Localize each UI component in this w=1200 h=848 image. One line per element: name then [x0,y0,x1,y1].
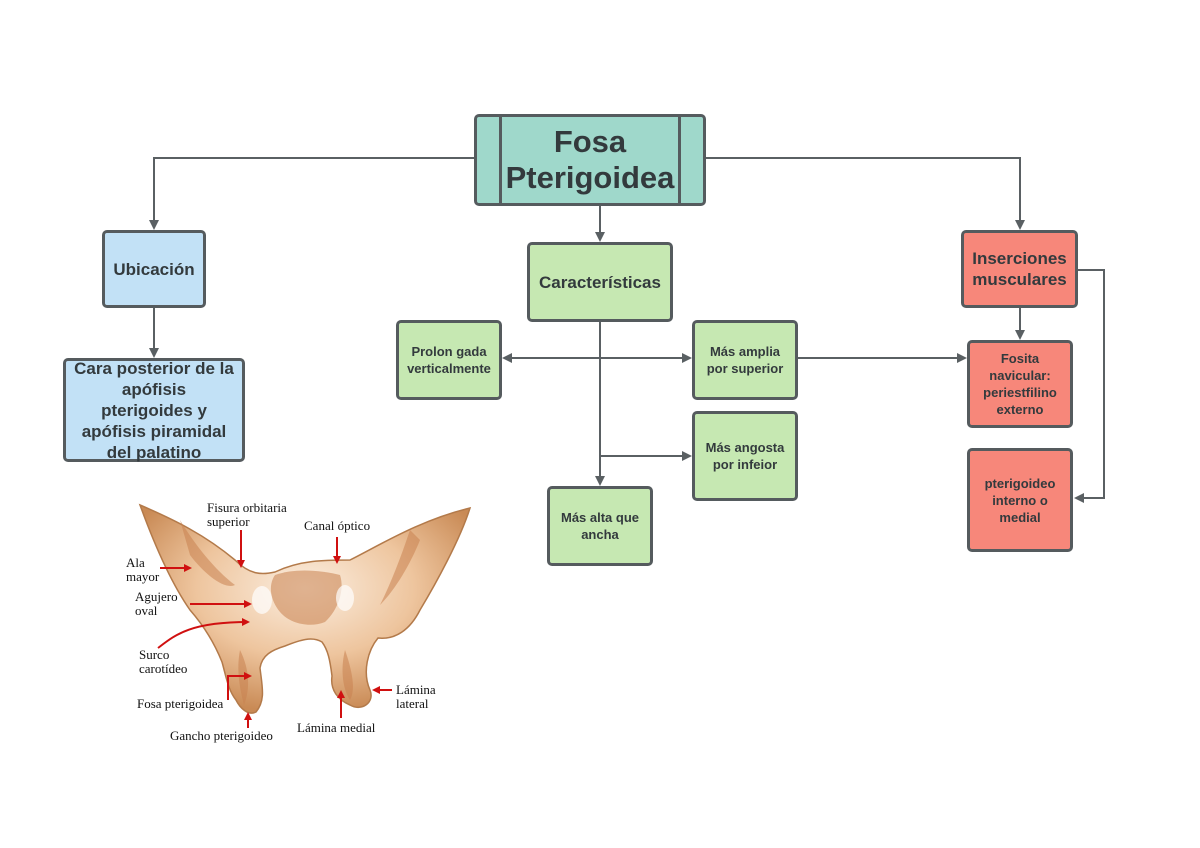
node-pterigoideo: pterigoideo interno o medial [967,448,1073,552]
arrow-surco [157,618,250,649]
title-node: Fosa Pterigoidea [474,114,706,206]
node-pterigoideo-text: pterigoideo interno o medial [984,475,1056,525]
bone-shading [180,520,420,705]
node-caracteristicas-label: Características [539,272,661,292]
arrow-fosa [227,672,252,700]
node-ubicacion-detail-text: Cara posterior de la apófisis pterigoide… [74,358,234,462]
node-prolongada: Prolon gada verticalmente [396,320,502,400]
label-fisura: Fisura orbitaria superior [207,500,287,529]
label-gancho: Gancho pterigoideo [170,728,273,743]
node-ubicacion-detail: Cara posterior de la apófisis pterigoide… [63,358,245,462]
node-inserciones-label: Inserciones musculares [972,249,1067,289]
node-amplia: Más amplia por superior [692,320,798,400]
node-alta: Más alta que ancha [547,486,653,566]
title-bar-right [678,117,681,203]
label-ala: Ala mayor [126,555,160,584]
label-canal: Canal óptico [304,518,371,533]
label-oval: Agujero oval [135,589,178,618]
node-alta-text: Más alta que ancha [560,510,640,542]
connector-inserciones-pterigoideo [1074,269,1105,503]
node-inserciones: Inserciones musculares [961,230,1078,308]
node-angosta-text: Más angosta por infeior [705,440,785,472]
title-text: Fosa Pterigoidea [505,124,675,195]
bone-highlight [252,585,354,614]
connector-title-ubicacion [149,157,474,230]
label-lamina-medial: Lámina medial [297,720,376,735]
node-ubicacion-label: Ubicación [113,259,195,279]
title-bar-left [499,117,502,203]
node-amplia-text: Más amplia por superior [706,344,784,376]
node-fosita: Fosita navicular: periestfilino externo [967,340,1073,428]
node-prolongada-text: Prolon gada verticalmente [407,344,491,376]
node-caracteristicas: Características [527,242,673,322]
label-lamina-lateral: Lámina lateral [396,682,436,711]
label-fosa: Fosa pterigoidea [137,696,224,711]
node-angosta: Más angosta por infeior [692,411,798,501]
node-ubicacion: Ubicación [102,230,206,308]
node-fosita-text: Fosita navicular: periestfilino externo [983,351,1057,417]
connector-title-inserciones [706,157,1025,230]
label-surco: Surco carotídeo [139,647,188,676]
